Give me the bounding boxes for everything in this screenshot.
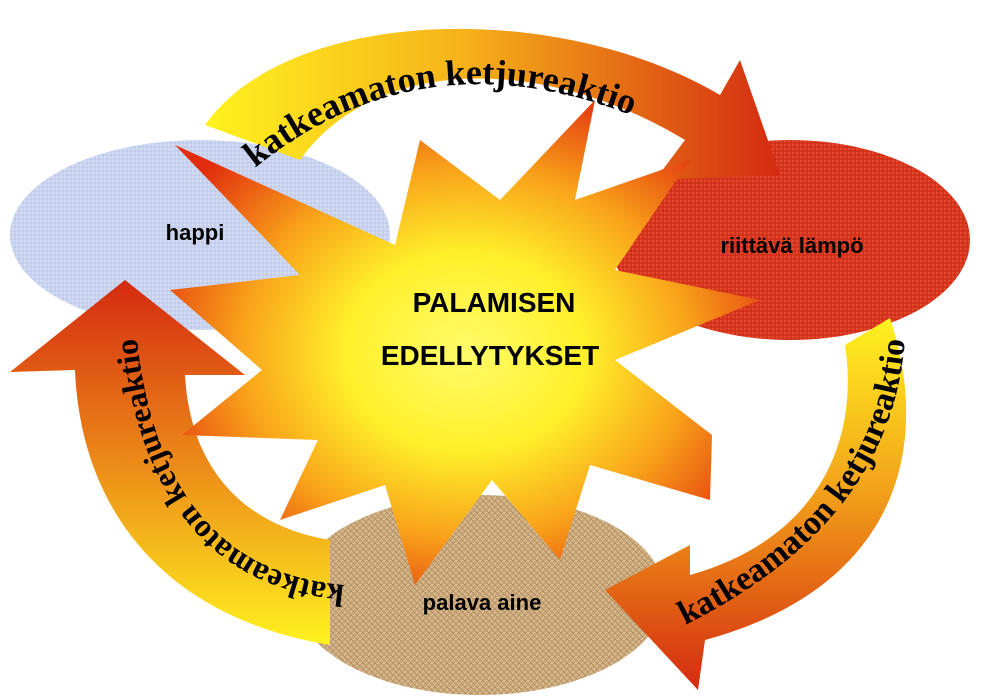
fuel-label: palava aine (423, 590, 542, 615)
center-starburst (170, 100, 760, 585)
oxygen-label: happi (166, 220, 225, 245)
chain-reaction-arrow-top (205, 28, 780, 180)
chain-reaction-arrow-right (605, 318, 907, 690)
center-title-line1: PALAMISEN (413, 287, 576, 318)
chain-reaction-arrow-left (10, 280, 330, 645)
center-title-line2: EDELLYTYKSET (381, 340, 599, 371)
heat-label: riittävä lämpö (720, 233, 863, 258)
fuel-node (295, 495, 665, 695)
